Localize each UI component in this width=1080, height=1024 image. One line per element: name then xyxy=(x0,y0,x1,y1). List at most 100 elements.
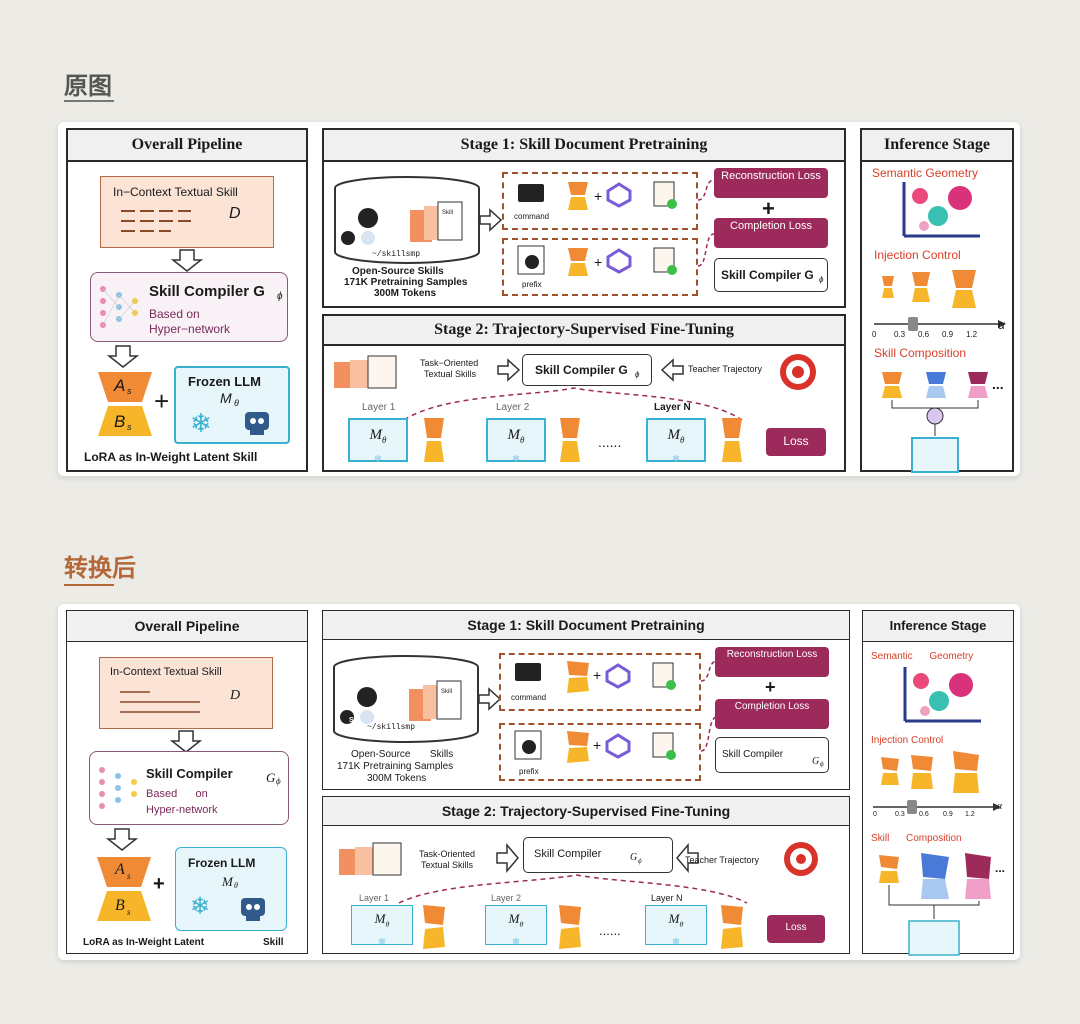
panel-title: Overall Pipeline xyxy=(67,611,307,642)
plus-icon: + xyxy=(762,196,775,221)
down-arrow xyxy=(169,730,203,753)
down-arrow xyxy=(106,345,140,368)
skill-doc-check-icon xyxy=(652,662,676,690)
frozen-layer-1: Mθ❄ xyxy=(351,905,413,948)
skill-compiler-box: Skill Compiler G ϕ Based on Hyper−networ… xyxy=(90,272,288,342)
lora-pair-icon xyxy=(567,731,589,763)
skill-tag: Skill xyxy=(442,210,454,216)
ellipsis: ...... xyxy=(598,434,622,450)
skill-document: In−Context Textual Skill D xyxy=(100,176,274,248)
command-row: command + xyxy=(499,653,701,711)
scatter-icon xyxy=(902,182,980,238)
scaled-lora-icons xyxy=(881,751,979,793)
layer-model-sub: θ xyxy=(520,435,525,445)
frozen-layer-2: Mθ ❄ xyxy=(486,418,546,465)
model-logo-icon xyxy=(605,733,631,759)
overall-pipeline-panel: Overall Pipeline In−Context Textual Skil… xyxy=(66,128,308,472)
layer-model-symbol: M xyxy=(667,427,681,443)
snowflake-icon: ❄ xyxy=(511,454,521,465)
snowflake-icon: ❄ xyxy=(671,936,681,948)
plus-icon: + xyxy=(153,873,165,895)
skill-compiler-box: Skill Compiler G ϕ xyxy=(714,258,828,292)
layer-model-symbol: M xyxy=(369,427,383,443)
overall-caption: LoRA as In-Weight Latent Skill xyxy=(84,450,258,464)
lora-pair-icon xyxy=(568,182,588,210)
reconstruction-loss: Reconstruction Loss xyxy=(715,647,829,677)
stage2-loss: Loss xyxy=(767,915,825,943)
skill-document: In-Context Textual Skill D xyxy=(99,657,273,729)
connector-lines xyxy=(697,179,715,267)
connector-lines xyxy=(700,660,718,752)
lora-b-shape xyxy=(97,891,151,921)
frozen-layer-2: Mθ❄ xyxy=(485,905,547,947)
database-icon xyxy=(333,655,479,743)
skill-stack-icon xyxy=(339,842,402,876)
frozen-llm-box: Frozen LLM M θ ❄ xyxy=(174,366,290,444)
llm-title: Frozen LLM xyxy=(188,374,261,389)
lora-pair-icon xyxy=(722,418,742,462)
lora-b-shape xyxy=(98,406,152,436)
section-label-original: 原图 xyxy=(64,72,112,100)
layer-model-symbol: M xyxy=(507,427,521,443)
llm-symbol: M xyxy=(220,390,232,406)
prefix-row: prefix + xyxy=(502,238,698,296)
layer-model-sub: θ xyxy=(679,919,684,929)
command-row: command + xyxy=(502,172,698,230)
lora-b-label: B xyxy=(114,412,126,431)
target-icon xyxy=(780,354,816,390)
db-path: ~/skillsmp xyxy=(372,250,421,259)
compiler-sub: ϕ xyxy=(277,291,283,302)
compiler-title: Skill Compiler xyxy=(146,766,233,781)
skill-compiler-box: Skill Compiler G ϕ Based on Hyper-networ… xyxy=(89,751,289,825)
plus-icon: + xyxy=(765,677,776,697)
composition-diagram xyxy=(879,853,991,956)
doc-lines xyxy=(120,691,200,713)
reconstruction-loss: Reconstruction Loss xyxy=(714,168,828,198)
model-logo-icon xyxy=(606,182,632,208)
completion-loss: Completion Loss xyxy=(714,218,828,248)
compiler-title: Skill Compiler G xyxy=(149,283,265,300)
snowflake-icon: ❄ xyxy=(190,893,211,920)
ink-splash-icon xyxy=(517,245,545,275)
robot-icon xyxy=(241,898,265,921)
layer-model-symbol: M xyxy=(668,911,680,926)
stage2-panel: Stage 2: Trajectory-Supervised Fine-Tuni… xyxy=(322,314,846,472)
right-arrow xyxy=(479,208,503,232)
layer-model-sub: θ xyxy=(680,435,685,445)
panel-title: Inference Stage xyxy=(862,130,1012,162)
lora-pair-icon xyxy=(721,905,743,949)
doc-lines xyxy=(121,210,191,232)
layer-model-sub: θ xyxy=(385,919,390,929)
figure-card-converted: Overall Pipeline In-Context Textual Skil… xyxy=(58,604,1020,960)
down-arrow xyxy=(105,828,139,851)
panel-title: Inference Stage xyxy=(863,611,1013,642)
section-label-converted: 转换后 xyxy=(64,554,136,582)
compiler-desc-2: Hyper-network xyxy=(146,804,218,816)
panel-title: Stage 1: Skill Document Pretraining xyxy=(324,130,844,162)
layer-model-symbol: M xyxy=(508,911,520,926)
semantic-geometry-label: Semantic Geometry xyxy=(872,166,979,180)
scatter-icon xyxy=(903,667,981,723)
panel-title: Stage 2: Trajectory-Supervised Fine-Tuni… xyxy=(323,797,849,826)
snowflake-icon: ❄ xyxy=(373,454,383,465)
skill-compiler-box: Skill Compiler G ϕ xyxy=(715,737,829,773)
composition-diagram xyxy=(882,372,988,473)
panel-title: Stage 1: Skill Document Pretraining xyxy=(323,611,849,640)
neural-network-icon xyxy=(100,286,138,328)
section-underline xyxy=(64,584,114,586)
doc-symbol: D xyxy=(230,688,241,703)
injection-control-label: Injection Control xyxy=(874,248,961,262)
lora-a-shape xyxy=(97,857,151,887)
neural-network-icon xyxy=(99,767,137,809)
ink-splash-icon xyxy=(514,730,542,760)
inference-panel: Inference Stage Semantic Geometry Inject… xyxy=(862,610,1014,956)
snowflake-icon: ❄ xyxy=(377,936,387,948)
lora-a-label: A xyxy=(114,376,126,395)
database-icon xyxy=(334,176,480,264)
compiler-desc-2: Hyper−network xyxy=(149,322,231,336)
stage1-line-3: 300M Tokens xyxy=(374,288,437,299)
compiler-desc-1: Based on xyxy=(149,307,200,321)
plus-icon: + xyxy=(154,386,170,416)
doc-symbol: D xyxy=(229,205,241,222)
terminal-icon xyxy=(518,184,544,202)
